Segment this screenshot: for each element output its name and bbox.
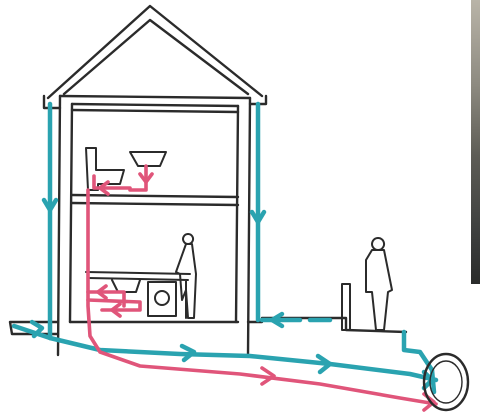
sewer-chamber [422, 352, 470, 412]
surface-water-drop [401, 329, 437, 395]
roof-inner [62, 18, 250, 96]
right-gutter [248, 94, 268, 106]
basin [129, 151, 167, 191]
surface-water-network [11, 101, 439, 395]
flow-arrow-main-1 [179, 343, 197, 363]
house-outline [8, 4, 408, 357]
photo-edge-strip [471, 0, 480, 284]
foul-arrow-main [260, 366, 276, 386]
kitchen-sink [111, 279, 141, 293]
upper-floor-slab [70, 193, 240, 207]
foul-arrow-kitchen [96, 284, 108, 300]
washing-machine [147, 281, 177, 317]
foul-soil-stack [86, 188, 438, 406]
left-outer-wall [56, 94, 62, 357]
eaves-line [58, 94, 252, 100]
bollard [341, 283, 351, 331]
fixtures [85, 147, 393, 331]
foul-arrow-upper-2 [138, 172, 154, 184]
roof-outer [46, 4, 264, 100]
flow-arrow-left-pipe [41, 197, 59, 213]
flow-arrow-yard [269, 311, 285, 329]
foul-arrow-machine [110, 302, 122, 318]
flow-arrow-ground-left [29, 319, 45, 339]
flow-arrow-right-pipe [249, 209, 267, 225]
toilet [85, 147, 125, 191]
flow-arrow-main-2 [315, 353, 333, 375]
toilet-connection [92, 174, 132, 190]
kitchen-counter [85, 271, 191, 319]
basin-connection [128, 164, 148, 192]
sewer-pipe-section [422, 352, 470, 412]
surface-water-main [11, 323, 439, 383]
person-outdoors [365, 237, 393, 331]
ground-line-right [246, 316, 408, 334]
flow-arrow-chamber [421, 369, 435, 391]
person-indoors [175, 233, 197, 319]
washing-machine-branch [86, 298, 142, 312]
washing-machine-door [154, 290, 170, 306]
right-outer-wall [246, 96, 252, 357]
left-inner-wall [68, 102, 74, 324]
foul-arrow-upper-1 [98, 180, 110, 196]
attic-floor [70, 102, 240, 114]
right-inner-wall [234, 104, 240, 324]
left-gutter [42, 94, 62, 110]
foul-water-network [86, 164, 438, 412]
sewer-pipe-inner [429, 360, 463, 404]
